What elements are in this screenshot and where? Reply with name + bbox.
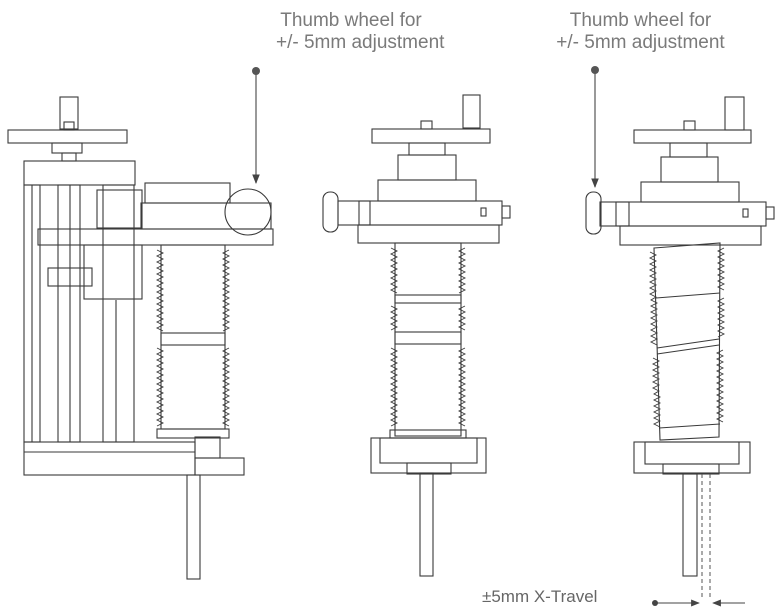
right-front-view-tilted [585, 96, 775, 577]
x-travel-label: ±5mm X-Travel [482, 587, 598, 606]
x-travel-arrows [652, 599, 745, 607]
left-side-view [7, 96, 274, 580]
right-thread-serration [648, 247, 726, 428]
x-travel-dashed-shaft [701, 474, 711, 598]
callout-left-line1: Thumb wheel for [280, 10, 422, 31]
middle-thread-serration [389, 247, 467, 427]
middle-front-view [322, 94, 511, 577]
left-thread-serration [155, 249, 231, 427]
thumb-wheel-callout-right: Thumb wheel for +/- 5mm adjustment [528, 10, 753, 54]
callout-left-line2: +/- 5mm adjustment [276, 32, 445, 53]
callout-right-line2: +/- 5mm adjustment [556, 32, 725, 53]
callout-right-line1: Thumb wheel for [569, 10, 712, 31]
callout-leader-right [591, 66, 599, 188]
thumb-wheel-callout-left: Thumb wheel for +/- 5mm adjustment [276, 10, 445, 54]
callout-leader-left [252, 67, 260, 184]
